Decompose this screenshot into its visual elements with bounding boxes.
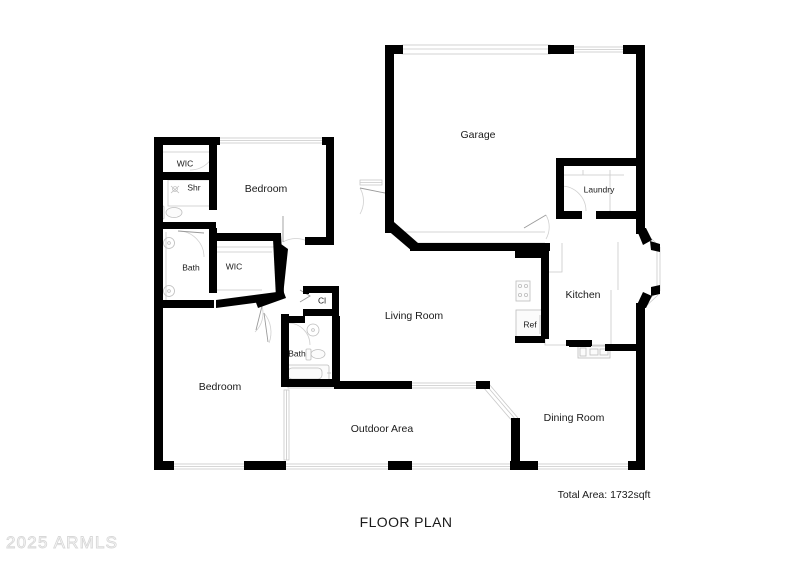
- room-label-bedroom-left: Bedroom: [199, 381, 242, 393]
- room-label-bedroom-top: Bedroom: [245, 183, 288, 195]
- room-label-wic-center: WIC: [226, 261, 243, 271]
- angled-slider: [482, 383, 519, 423]
- sink-left-lower: [163, 285, 175, 297]
- room-label-garage: Garage: [460, 129, 495, 141]
- room-label-laundry: Laundry: [584, 184, 615, 194]
- sink-left-upper: [163, 237, 175, 249]
- room-label-bath-center: Bath: [288, 348, 306, 358]
- room-labels-group: Garage Bedroom Bedroom Living Room Kitch…: [177, 129, 615, 435]
- room-label-dining-room: Dining Room: [544, 412, 605, 424]
- room-label-outdoor-area: Outdoor Area: [351, 423, 414, 435]
- room-label-closet: Cl: [318, 295, 326, 305]
- shower-fixture: [170, 185, 180, 194]
- page-title: FLOOR PLAN: [360, 514, 453, 530]
- walls-group: [154, 45, 660, 470]
- refrigerator-icon: [515, 309, 543, 340]
- kitchen-counter-stub: [566, 340, 592, 346]
- room-label-refrigerator: Ref: [523, 319, 537, 329]
- toilet-center: [305, 348, 326, 361]
- room-label-living-room: Living Room: [385, 310, 444, 322]
- sink-center-bath: [306, 323, 320, 337]
- room-label-shower: Shr: [187, 182, 200, 192]
- room-label-kitchen: Kitchen: [565, 289, 600, 301]
- watermark: 2025 ARMLS: [6, 533, 118, 552]
- room-label-wic-top: WIC: [177, 158, 194, 168]
- total-area-text: Total Area: 1732sqft: [558, 489, 651, 501]
- stove-icon: [515, 280, 531, 302]
- fixtures-group: [157, 185, 611, 383]
- room-label-bath-left: Bath: [182, 262, 200, 272]
- kitchen-sink-icon: [577, 345, 611, 359]
